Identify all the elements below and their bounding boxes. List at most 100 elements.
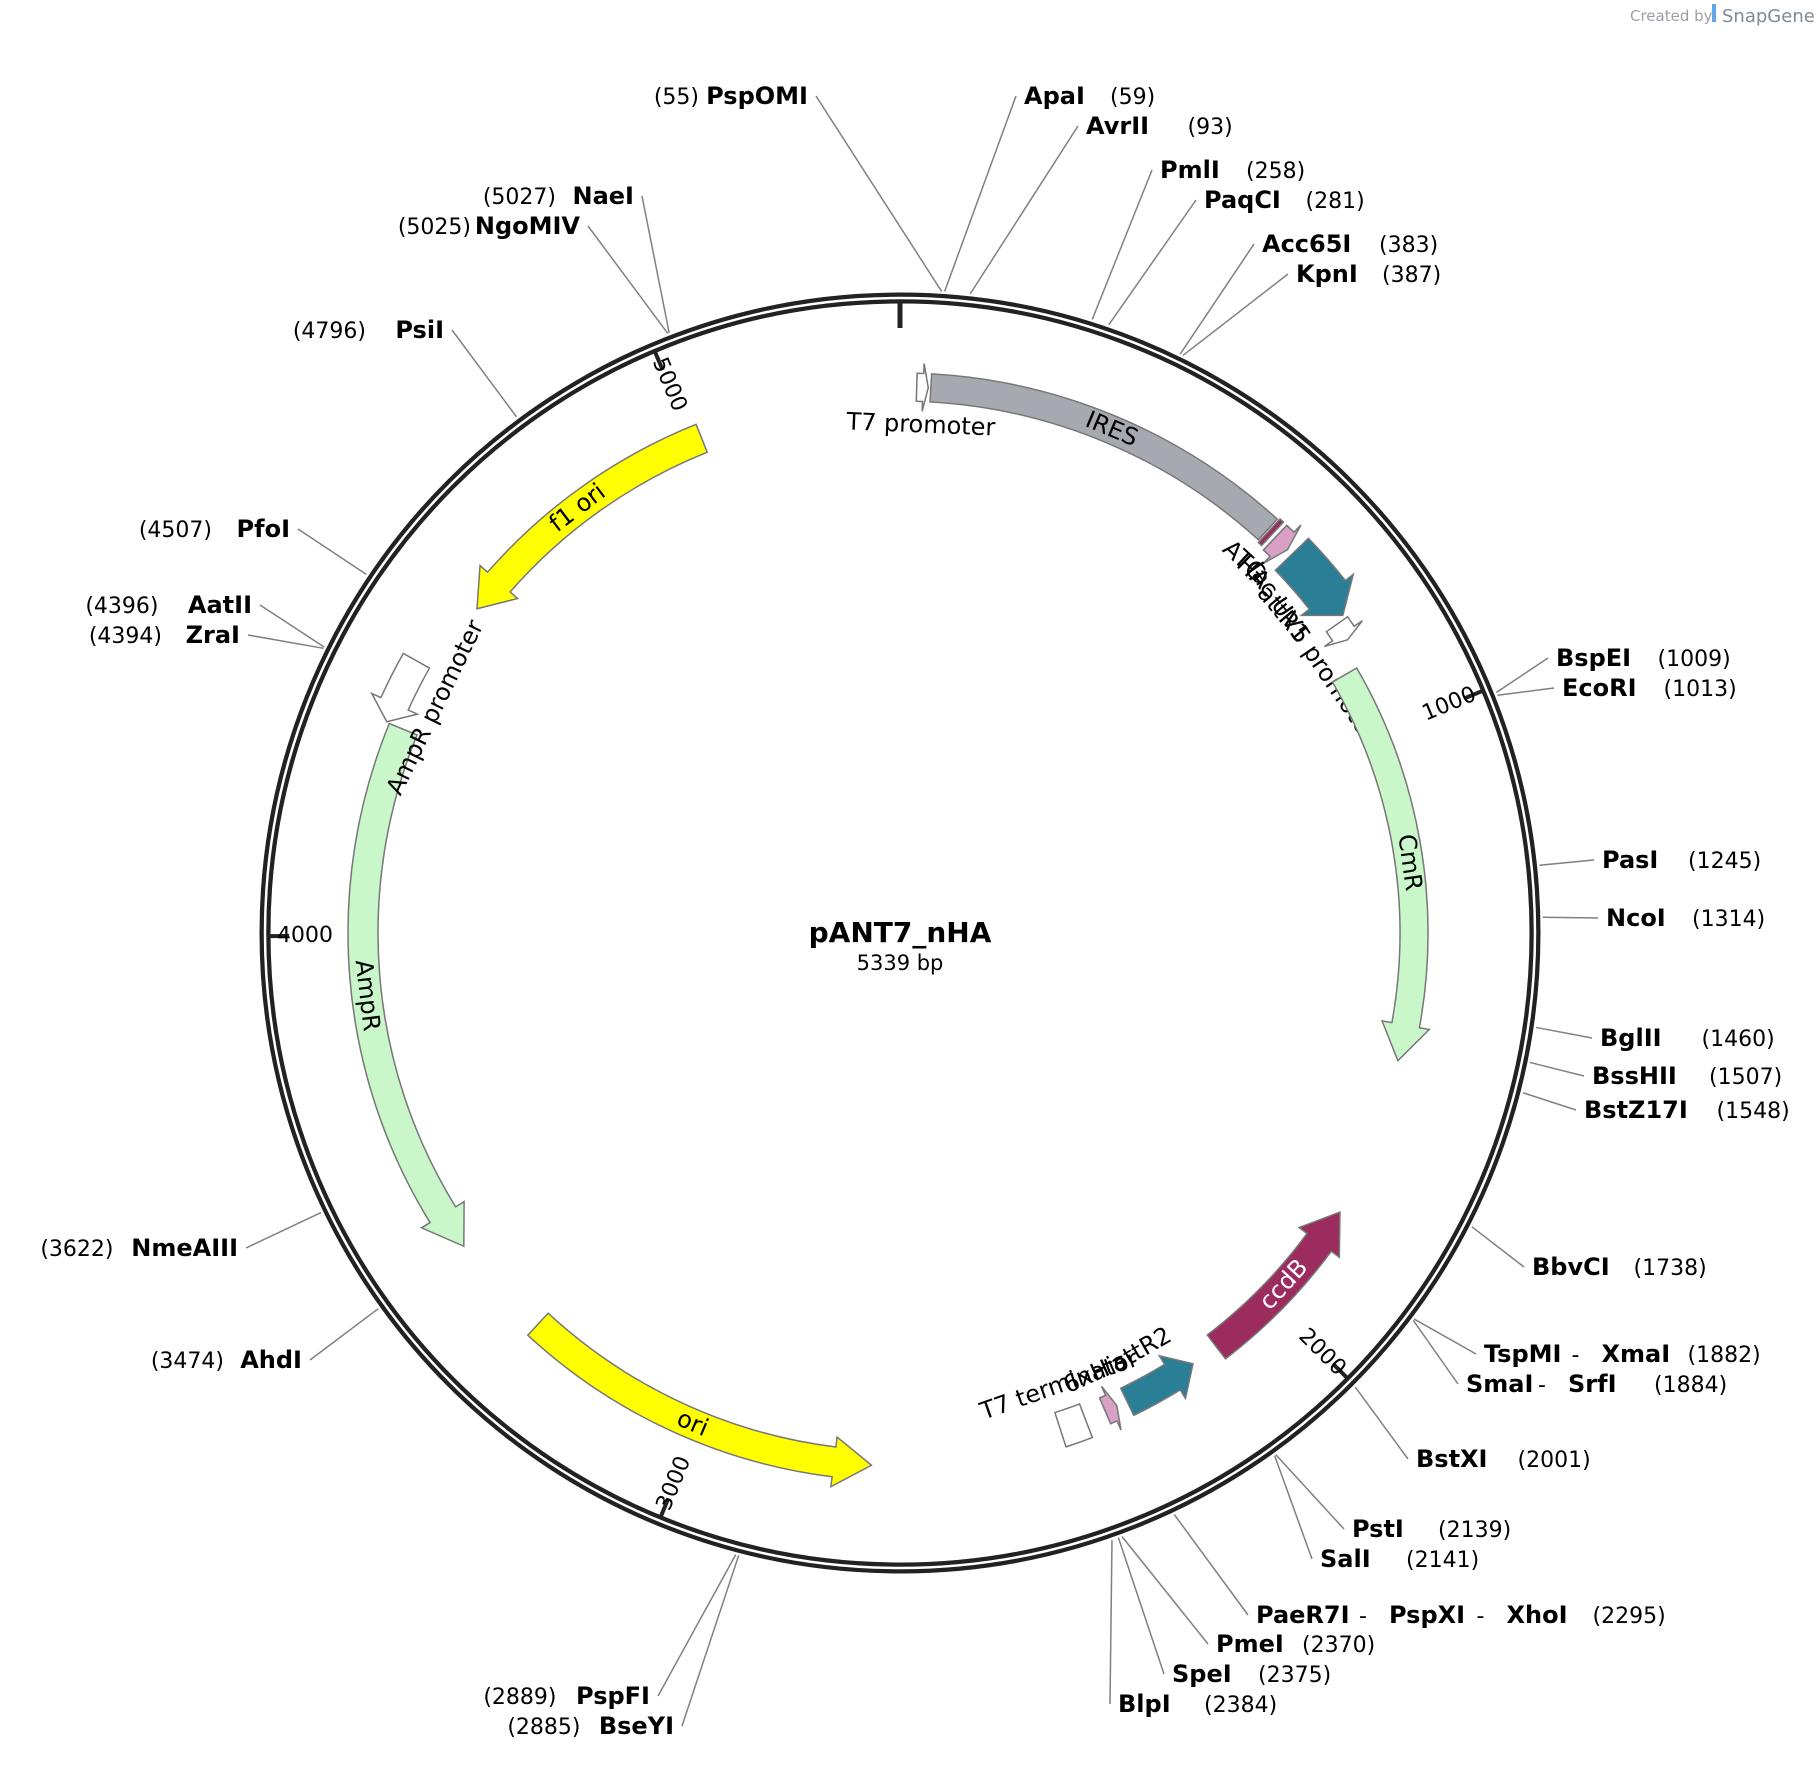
- snapgene-credit: Created by SnapGene: [1630, 4, 1815, 27]
- site-position: (387): [1382, 263, 1441, 288]
- site-paer7i: PaeR7I - PspXI - XhoI(2295): [1256, 1601, 1666, 1629]
- site-leader: [1471, 1226, 1525, 1268]
- site-zrai: ZraI(4394): [89, 621, 240, 649]
- site-leader: [1182, 273, 1289, 357]
- site-position: (2375): [1258, 1663, 1331, 1688]
- site-name: KpnI: [1296, 260, 1358, 288]
- site-position: (1507): [1709, 1065, 1782, 1090]
- site-bstxi: BstXI(2001): [1416, 1445, 1591, 1473]
- site-leader: [245, 1211, 322, 1249]
- site-position: (2141): [1406, 1548, 1479, 1573]
- site-leader: [309, 1308, 379, 1361]
- name-separator: -: [1572, 1343, 1580, 1368]
- name-separator: -: [1359, 1604, 1367, 1629]
- site-leader: [1273, 1455, 1313, 1560]
- site-leader: [815, 95, 943, 292]
- site-pasi: PasI(1245): [1602, 846, 1761, 874]
- site-bsshii: BssHII(1507): [1592, 1062, 1782, 1090]
- site-leader: [943, 95, 1017, 292]
- site-leader: [1091, 169, 1153, 320]
- site-leader: [1275, 1454, 1345, 1530]
- site-leader: [1109, 1540, 1113, 1705]
- ori-feature: [526, 1312, 873, 1489]
- site-name: SmaI: [1466, 1370, 1533, 1398]
- site-name: PaqCI: [1204, 186, 1281, 214]
- site-position: (4394): [89, 624, 162, 649]
- site-leader: [1535, 1026, 1593, 1039]
- site-position: (1013): [1664, 677, 1737, 702]
- atg-feature: [1257, 517, 1285, 547]
- site-leader: [451, 329, 518, 418]
- ampr-feature: [347, 722, 465, 1248]
- site-leader: [969, 125, 1079, 295]
- ampr-promoter-feature: [370, 652, 431, 723]
- site-name: Acc65I: [1262, 230, 1351, 258]
- site-avrii: AvrII (93): [1086, 112, 1233, 140]
- site-name: XhoI: [1507, 1601, 1568, 1629]
- site-blpi: BlpI(2384): [1118, 1690, 1277, 1718]
- site-position: (258): [1246, 159, 1305, 184]
- site-bseyi: BseYI(2885): [507, 1712, 674, 1740]
- site-leader: [1412, 1319, 1459, 1385]
- t7-promoter-feature: [915, 363, 930, 412]
- site-leader: [587, 225, 669, 334]
- site-position: (5025): [398, 215, 471, 240]
- site-leaders: [245, 95, 1599, 1727]
- site-name: AvrII: [1086, 112, 1149, 140]
- site-leader: [1121, 1536, 1209, 1645]
- site-position: (1009): [1658, 647, 1731, 672]
- site-pmei: PmeI(2370): [1216, 1630, 1375, 1658]
- site-leader: [1179, 243, 1255, 355]
- site-leader: [641, 195, 670, 334]
- credit-prefix: Created by: [1630, 7, 1713, 25]
- restriction-sites: PspOMI (55) ApaI(59)AvrII (93) PmlI(258)PaqC…: [40, 82, 1789, 1740]
- site-position: (1738): [1634, 1256, 1707, 1281]
- site-position: (1548): [1717, 1099, 1790, 1124]
- site-name: NcoI: [1606, 904, 1666, 932]
- site-leader: [259, 604, 325, 648]
- site-leader: [681, 1555, 740, 1727]
- plasmid-name: pANT7_nHA: [809, 916, 992, 949]
- site-name: PspOMI: [706, 82, 808, 110]
- site-name: XmaI: [1602, 1340, 1671, 1368]
- site-position: (59): [1110, 85, 1155, 110]
- site-name: AatII: [188, 591, 252, 619]
- site-pspomi: PspOMI (55): [654, 82, 808, 110]
- site-position: (3622): [40, 1237, 113, 1262]
- site-sali: SalI (2141): [1320, 1545, 1479, 1573]
- site-position: (93): [1188, 115, 1233, 140]
- site-name: PspXI: [1389, 1601, 1465, 1629]
- site-acc65i: Acc65I(383): [1262, 230, 1438, 258]
- site-smai: SmaI - SrfI(1884): [1466, 1370, 1727, 1398]
- site-pfoi: PfoI(4507): [139, 515, 290, 543]
- site-nmeaiii: NmeAIII(3622): [40, 1234, 238, 1262]
- site-leader: [1354, 1386, 1409, 1460]
- site-apai: ApaI(59): [1024, 82, 1155, 110]
- lacuv5-feature: [1323, 615, 1364, 648]
- site-position: (1882): [1688, 1343, 1761, 1368]
- site-name: PfoI: [237, 515, 290, 543]
- site-ecori: EcoRI(1013): [1562, 674, 1737, 702]
- site-name: NaeI: [573, 182, 635, 210]
- site-position: (1314): [1692, 907, 1765, 932]
- site-name: PsiI: [395, 316, 444, 344]
- site-pmli: PmlI(258): [1160, 156, 1305, 184]
- site-paqci: PaqCI(281): [1204, 186, 1365, 214]
- t7-promoter-label: T7 promoter: [845, 407, 996, 441]
- site-leader: [1117, 1537, 1165, 1675]
- site-position: (2370): [1302, 1633, 1375, 1658]
- attr1-feature: [1274, 537, 1355, 617]
- site-ahdi: AhdI(3474): [151, 1346, 302, 1374]
- site-kpni: KpnI (387): [1296, 260, 1441, 288]
- site-name: BstZ17I: [1584, 1096, 1688, 1124]
- site-position: (55): [654, 85, 699, 110]
- site-name: SalI: [1320, 1545, 1371, 1573]
- site-bglii: BglII(1460): [1600, 1024, 1775, 1052]
- site-position: (4796): [293, 319, 366, 344]
- tick-label: 1000: [1419, 682, 1480, 727]
- site-position: (2295): [1593, 1604, 1666, 1629]
- site-position: (2139): [1438, 1518, 1511, 1543]
- 6xhis-feature: [1098, 1385, 1122, 1431]
- site-name: BspEI: [1556, 644, 1631, 672]
